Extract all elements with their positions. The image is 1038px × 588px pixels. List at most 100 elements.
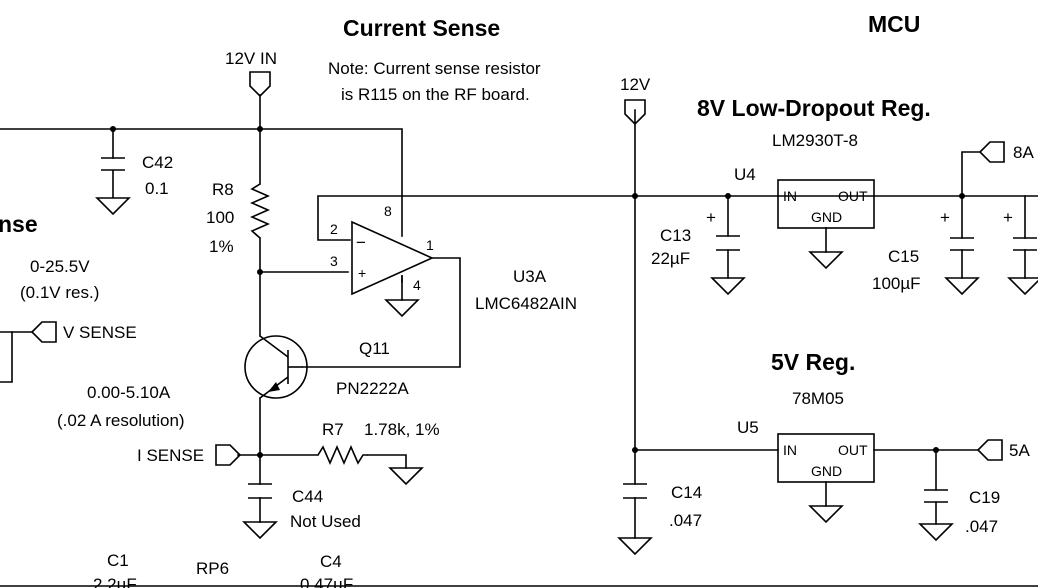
ground-icon <box>388 467 424 486</box>
capacitor-c15-icon <box>950 237 974 251</box>
r8-ref: R8 <box>212 180 234 199</box>
u3a-pin1: 1 <box>426 237 434 253</box>
net-12v-in-label: 12V IN <box>225 49 277 68</box>
c13-pol: + <box>706 208 716 227</box>
junctions <box>110 126 965 458</box>
c44-ref: C44 <box>292 487 323 506</box>
ports <box>30 71 1005 466</box>
u4-part: LM2930T-8 <box>772 131 858 150</box>
u3a-part: LMC6482AIN <box>475 294 577 313</box>
q11-part: PN2222A <box>336 379 409 398</box>
capacitor-right-icon <box>1013 237 1037 251</box>
port-8a-icon <box>978 141 1005 163</box>
r7-value: 1.78k, 1% <box>364 420 440 439</box>
port-isense-icon <box>215 444 242 466</box>
junction-dot <box>257 452 263 458</box>
ground-icon <box>242 521 278 540</box>
resistor-r7-icon <box>317 445 368 465</box>
junction-dot <box>933 447 939 453</box>
note-line2: is R115 on the RF board. <box>341 85 530 104</box>
u5-out: OUT <box>838 442 868 458</box>
note-line1: Note: Current sense resistor <box>328 59 541 78</box>
rp6-ref: RP6 <box>196 559 229 578</box>
c4-ref: C4 <box>320 552 342 571</box>
junction-dot <box>257 126 263 132</box>
c19-ref: C19 <box>969 488 1000 507</box>
port-5a-icon <box>976 439 1003 461</box>
r7-ref: R7 <box>322 420 344 439</box>
u3a-minus: − <box>356 233 366 252</box>
title-ldo: 8V Low-Dropout Reg. <box>697 95 931 121</box>
net-12v-label: 12V <box>620 75 651 94</box>
ground-icon <box>808 505 844 524</box>
title-current-sense: Current Sense <box>343 15 500 41</box>
opamp-triangle-icon <box>351 220 434 296</box>
u3a-plus: + <box>358 265 366 281</box>
ground-icon <box>918 523 954 542</box>
ground-icon <box>944 277 980 296</box>
net-vsense-label: V SENSE <box>63 323 137 342</box>
capacitor-c13-icon <box>716 235 740 251</box>
c15-value: 100µF <box>872 274 921 293</box>
grounds <box>95 197 1038 556</box>
title-5v-reg: 5V Reg. <box>771 349 855 375</box>
ground-icon <box>95 197 131 216</box>
c1-ref: C1 <box>107 551 129 570</box>
ground-icon <box>808 251 844 270</box>
net-isense-label: I SENSE <box>137 446 204 465</box>
u3a-pin8: 8 <box>384 203 392 219</box>
capacitors <box>101 157 1037 503</box>
junction-dot <box>632 447 638 453</box>
port-12v-icon <box>624 99 646 126</box>
c13-value: 22µF <box>651 249 690 268</box>
q11-ref: Q11 <box>359 339 390 358</box>
range-voltage: 0-25.5V <box>30 257 90 276</box>
junction-dot <box>632 193 638 199</box>
capacitor-c42-icon <box>101 157 125 198</box>
u5-in: IN <box>783 442 797 458</box>
r8-tol: 1% <box>209 237 234 256</box>
title-mcu: MCU <box>868 11 920 37</box>
net-5a-label: 5A <box>1009 441 1030 460</box>
u3a-pin2: 2 <box>330 221 338 237</box>
c19-value: .047 <box>965 517 998 536</box>
u4-out: OUT <box>838 188 868 204</box>
u5-gnd: GND <box>811 463 842 479</box>
c42-value: 0.1 <box>145 179 169 198</box>
wire-8a-port <box>961 151 981 197</box>
regulator-u5-box <box>777 433 875 483</box>
wire-opamp-out <box>302 257 461 368</box>
c13-ref: C13 <box>660 226 691 245</box>
u5-part: 78M05 <box>792 389 844 408</box>
u5-ref: U5 <box>737 418 759 437</box>
junction-dot <box>959 193 965 199</box>
c4-value: 0.47µF <box>300 575 353 588</box>
port-12v-in-icon <box>249 71 271 98</box>
r8-value: 100 <box>206 208 234 227</box>
ground-icon <box>710 277 746 296</box>
u4-ref: U4 <box>734 165 756 184</box>
junction-dot <box>257 269 263 275</box>
wire-12v-in-rail <box>0 128 403 197</box>
c1-value: 2.2µF <box>93 575 137 588</box>
net-8a-label: 8A <box>1013 143 1034 162</box>
u3a-ref: U3A <box>513 267 547 286</box>
range-current: 0.00-5.10A <box>87 383 171 402</box>
wires <box>0 94 1038 587</box>
c-right-pol: + <box>1003 208 1013 227</box>
ground-icon <box>1007 277 1038 296</box>
u4-gnd: GND <box>811 209 842 225</box>
range-current-res: (.02 A resolution) <box>57 411 185 430</box>
resistor-r8-icon <box>250 183 270 239</box>
c14-value: .047 <box>669 511 702 530</box>
range-voltage-res: (0.1V res.) <box>20 283 99 302</box>
wire-r7-gnd <box>367 454 407 469</box>
regulator-u4-box <box>777 179 875 229</box>
title-sense-partial: nse <box>0 211 38 237</box>
ground-icon <box>617 537 653 556</box>
u4-in: IN <box>783 188 797 204</box>
junction-dot <box>725 193 731 199</box>
c14-ref: C14 <box>671 483 702 502</box>
c15-pol: + <box>940 208 950 227</box>
